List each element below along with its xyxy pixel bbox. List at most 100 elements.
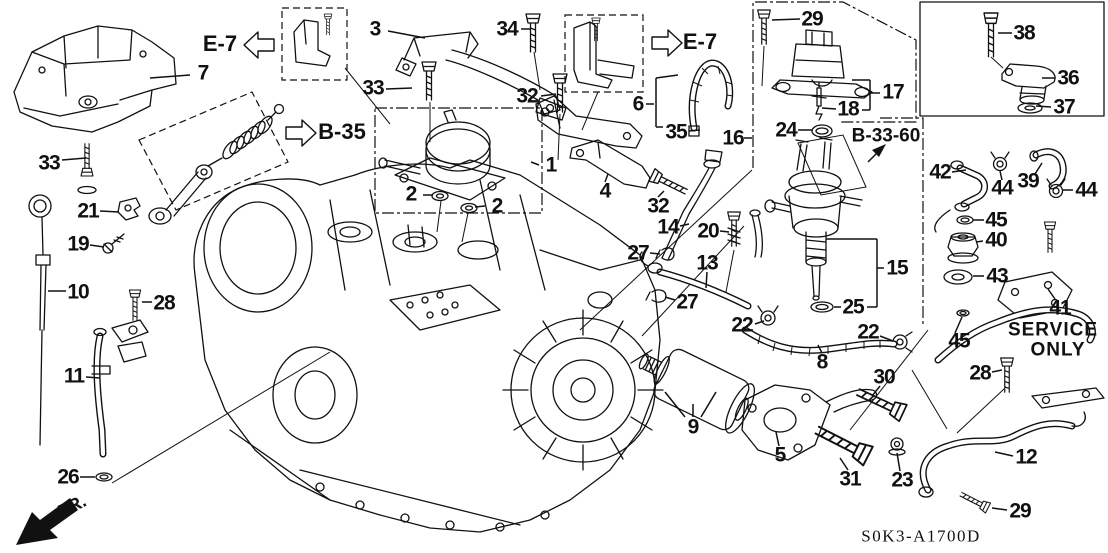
callout-30: 30 — [873, 365, 895, 389]
part-e7-bracket-left — [293, 13, 333, 67]
callout-45-a: 45 — [985, 208, 1007, 232]
callout-12: 12 — [1015, 445, 1037, 469]
service-only-line2: ONLY — [1030, 339, 1086, 361]
ref-e7-right: E-7 — [682, 29, 718, 54]
callout-9: 9 — [687, 415, 700, 439]
callout-35: 35 — [665, 120, 687, 144]
part-1-solenoid-assembly — [378, 109, 506, 243]
part-transmission-housing — [193, 159, 664, 533]
service-only-line1: SERVICE — [1007, 319, 1099, 341]
part-37-washer — [1017, 102, 1043, 114]
callout-27-b: 27 — [676, 290, 698, 314]
callout-40: 40 — [985, 228, 1007, 252]
callout-7: 7 — [197, 61, 210, 85]
callout-15: 15 — [886, 256, 908, 280]
part-17-sensor — [771, 29, 873, 99]
callout-38: 38 — [1013, 21, 1035, 45]
part-7-bracket — [13, 25, 177, 133]
callout-14: 14 — [657, 215, 679, 239]
part-3-bracket — [395, 31, 567, 121]
ref-e7-left: E-7 — [202, 31, 238, 56]
callout-22-a: 22 — [731, 313, 753, 337]
part-6-bracket — [535, 95, 643, 149]
part-4-bracket — [569, 139, 651, 189]
callout-26: 26 — [57, 465, 79, 489]
callout-36: 36 — [1057, 66, 1079, 90]
b3360-arrow-icon — [867, 144, 886, 163]
callout-13: 13 — [696, 251, 718, 275]
part-23-nut — [888, 437, 906, 456]
callout-23: 23 — [891, 468, 913, 492]
callout-1: 1 — [545, 153, 558, 177]
part-33a-bolt — [77, 143, 97, 195]
callout-34: 34 — [496, 17, 518, 41]
part-31-bolt — [811, 419, 874, 467]
callout-10: 10 — [67, 280, 89, 304]
part-20-bolt-spring — [725, 211, 741, 293]
part-25-o-ring — [810, 301, 834, 313]
part-19-bolt — [102, 233, 125, 254]
ref-b33-60: B-33-60 — [851, 125, 921, 147]
part-40-nut — [947, 232, 979, 264]
part-13-suction-pipe — [639, 251, 752, 310]
callout-24: 24 — [775, 118, 797, 142]
part-42-pipe — [934, 160, 988, 233]
callout-8: 8 — [816, 350, 829, 374]
e7-arrow-right-icon — [651, 29, 683, 57]
callout-19: 19 — [67, 232, 89, 256]
part-21-clip — [117, 197, 141, 221]
callout-41: 41 — [1049, 296, 1071, 320]
callout-37: 37 — [1053, 95, 1075, 119]
callout-5: 5 — [774, 443, 787, 467]
callout-25: 25 — [842, 295, 864, 319]
leader-9-bracket — [664, 391, 717, 418]
callout-43: 43 — [986, 264, 1008, 288]
callout-11: 11 — [63, 364, 85, 388]
part-15-oil-pump — [764, 137, 863, 301]
part-41-pipe-assembly — [934, 221, 1096, 364]
callout-42: 42 — [929, 160, 951, 184]
callout-29-b: 29 — [1009, 499, 1031, 523]
callout-22-b: 22 — [857, 320, 879, 344]
b35-arrow-icon — [285, 119, 317, 147]
callout-17: 17 — [882, 80, 904, 104]
part-12-pipe — [918, 387, 1105, 498]
callout-39: 39 — [1017, 169, 1039, 193]
part-5-bracket — [741, 384, 878, 461]
callout-6: 6 — [632, 92, 645, 116]
part-2-washers — [431, 190, 478, 214]
part-16-pipe — [749, 209, 764, 258]
callout-33-b: 33 — [362, 76, 384, 100]
callout-2-a: 2 — [405, 182, 418, 206]
callout-20: 20 — [697, 219, 719, 243]
e7-arrow-left-icon — [243, 31, 275, 59]
part-38-bolt — [983, 12, 1004, 69]
part-11-filler-tube — [91, 319, 149, 458]
callout-32-a: 32 — [516, 84, 538, 108]
part-32a-bolt — [552, 73, 568, 161]
diagram-part-code: S0K3-A1700D — [861, 526, 981, 546]
callout-2-b: 2 — [491, 194, 504, 218]
part-10-dipstick — [28, 194, 52, 446]
part-29b-bolt — [957, 488, 992, 514]
part-28a-bolt — [128, 289, 142, 321]
callout-4: 4 — [599, 179, 612, 203]
part-18-valve — [811, 82, 827, 121]
part-43-washer — [943, 269, 973, 285]
part-33b-bolt — [421, 61, 437, 142]
callout-45-b: 45 — [948, 329, 970, 353]
reference-boxes — [138, 1, 1105, 325]
fr-arrow-icon — [16, 498, 78, 545]
leader-lines — [48, 18, 1073, 511]
callout-31: 31 — [839, 467, 861, 491]
part-14-pipe — [661, 149, 723, 261]
callout-28-b: 28 — [969, 361, 991, 385]
callout-33-a: 33 — [38, 151, 60, 175]
callout-44-b: 44 — [1075, 178, 1097, 202]
callout-28-a: 28 — [153, 291, 175, 315]
part-39-hose — [1029, 148, 1067, 190]
part-9-filter — [638, 348, 755, 434]
ref-b35: B-35 — [318, 119, 366, 144]
part-45-washers — [956, 215, 974, 317]
